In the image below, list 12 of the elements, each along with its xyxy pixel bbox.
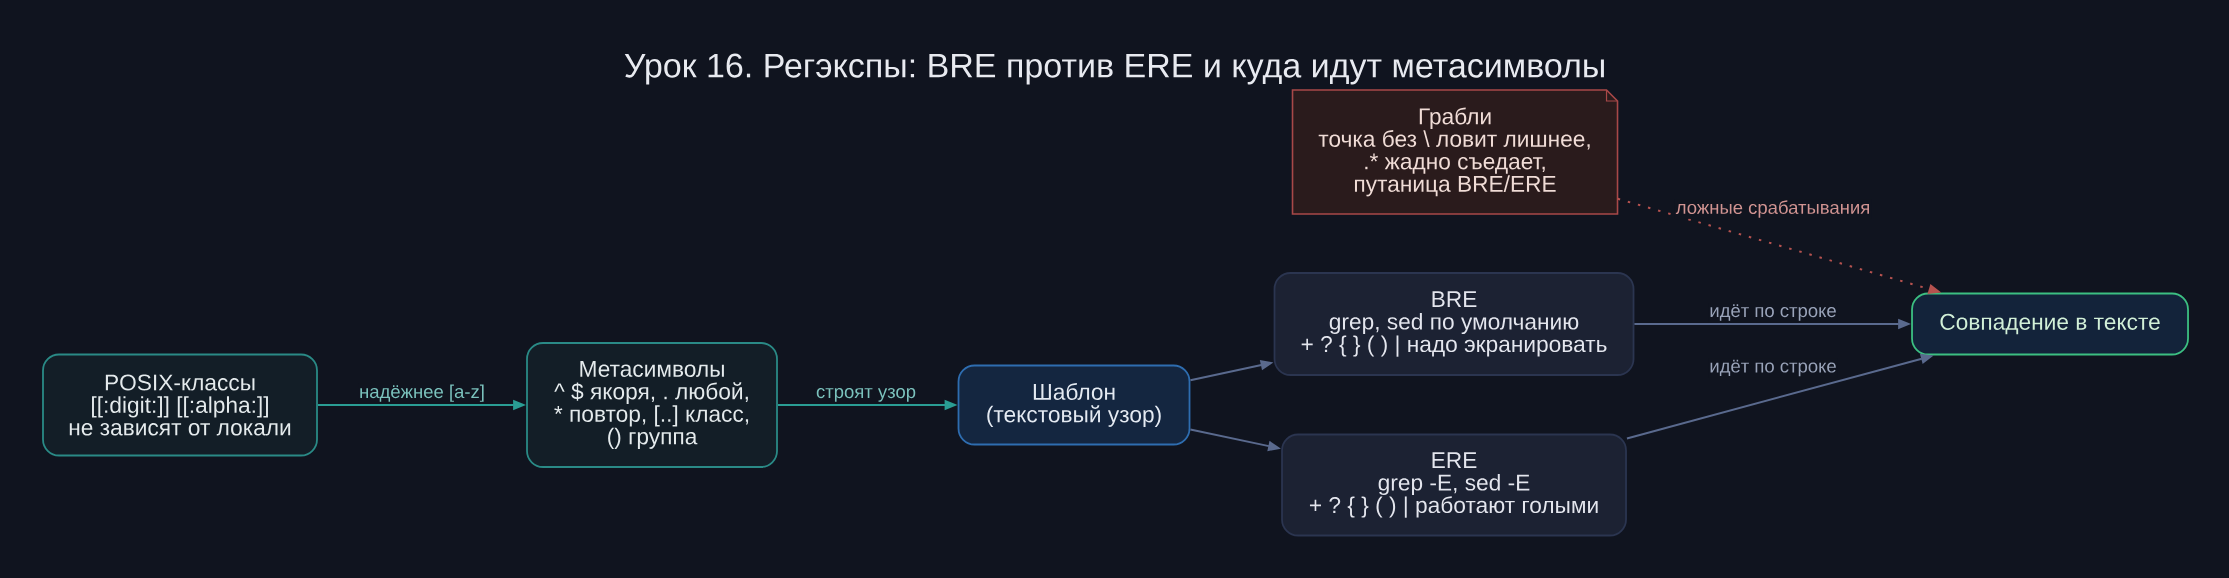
process-box: Метасимволы ^ $ якоря, . любой, * повтор, [..] класс, () группа	[526, 342, 778, 468]
process-box: ERE grep -E, sed -E + ? { } ( ) | работают голыми	[1281, 433, 1627, 537]
title: Урок 16. Регэкспы: BRE против ERE и куда идут метасимволы	[624, 53, 1604, 85]
process-box: Шаблон (текстовый узор)	[957, 364, 1191, 446]
process-box: BRE grep, sed по умолчанию + ? { } ( ) | надо экранировать	[1273, 272, 1635, 376]
edge-label: идёт по строке	[1708, 303, 1838, 322]
process-box: POSIX-классы [[:digit:]] [[:alpha:]] не зависят от локали	[42, 353, 318, 457]
process-box: Совпадение в тексте	[1911, 292, 2189, 356]
note-box: Грабли точка без \ ловит лишнее, .* жадно съедает, путаница BRE/ERE	[1291, 89, 1619, 215]
edge-label: надёжнее [a-z]	[358, 383, 486, 403]
edge-label: строят узор	[815, 387, 918, 403]
edge-label: ложные срабатывания	[1674, 199, 1872, 219]
